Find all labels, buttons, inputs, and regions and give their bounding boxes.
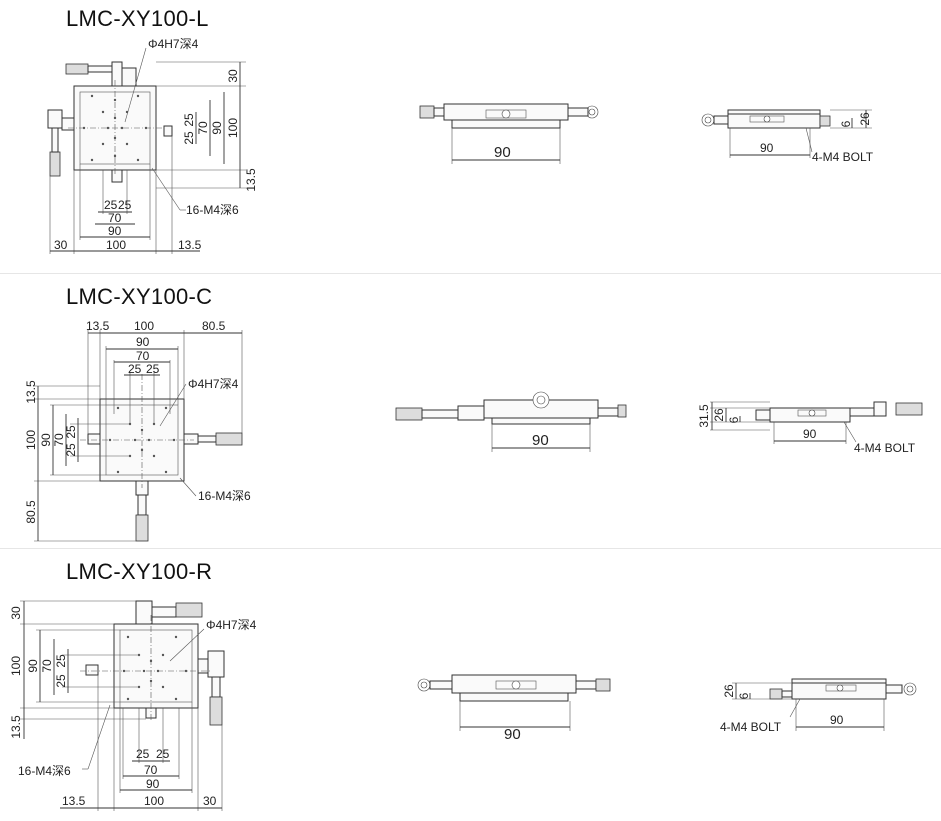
dim-13-5-v: 13.5 (244, 168, 258, 192)
dim-25a-top: 25 (128, 362, 142, 376)
dim-end-26: 26 (722, 684, 736, 698)
dim-end-26: 26 (858, 112, 872, 126)
dim-25b-h: 25 (156, 747, 170, 761)
dim-end-6: 6 (839, 120, 853, 127)
dim-25a-h: 25 (104, 198, 118, 212)
drawing-xy100-c: 13.5 100 80.5 90 70 25 25 Φ4H7深4 16-M4深6… (24, 319, 923, 542)
panel-title: LMC-XY100-C (66, 284, 213, 309)
dim-30-v: 30 (9, 606, 23, 620)
label-hole-tap: 16-M4深6 (198, 489, 251, 503)
dim-side-90: 90 (504, 726, 521, 743)
dim-70-top: 70 (136, 349, 150, 363)
dim-100-h: 100 (144, 794, 164, 808)
dim-30-top: 30 (226, 69, 240, 83)
dim-end-31-5: 31.5 (697, 404, 711, 428)
dim-end-26: 26 (712, 408, 726, 422)
dim-end-90: 90 (803, 427, 817, 441)
dim-90-top: 90 (136, 335, 150, 349)
dim-13-5-v: 13.5 (9, 715, 23, 739)
dim-30-h: 30 (54, 238, 68, 252)
dim-end-90: 90 (760, 141, 774, 155)
dim-side-90: 90 (532, 432, 549, 449)
dim-end-6: 6 (737, 692, 751, 699)
dim-70-h: 70 (108, 211, 122, 225)
label-bolt: 4-M4 BOLT (854, 441, 916, 455)
dim-80-5-top: 80.5 (202, 319, 226, 333)
panel-xy100-c: LMC-XY100-C 13.5 (0, 274, 941, 548)
dim-70-h: 70 (144, 763, 158, 777)
dim-13-5-h: 13.5 (62, 794, 86, 808)
dim-90-h: 90 (108, 224, 122, 238)
dim-90-h: 90 (146, 777, 160, 791)
dim-100-v: 100 (24, 430, 38, 450)
dim-side-90: 90 (494, 144, 511, 161)
label-hole-pin: Φ4H7深4 (148, 37, 199, 51)
end-view: 26 6 90 4-M4 BOLT (701, 109, 874, 164)
dim-90-v: 90 (210, 121, 224, 135)
side-view: 90 (419, 103, 599, 164)
dim-25b-top: 25 (146, 362, 160, 376)
dim-70-v: 70 (52, 433, 66, 447)
drawing-xy100-l: Φ4H7深4 16-M4深6 30 100 13.5 90 70 25 25 2… (47, 37, 874, 254)
dim-80-5-v: 80.5 (24, 500, 38, 524)
dim-25a-v: 25 (182, 113, 196, 127)
dim-13-5-v: 13.5 (24, 380, 38, 404)
dim-90-v: 90 (26, 659, 40, 673)
divider (0, 273, 941, 274)
dim-100-v: 100 (226, 118, 240, 138)
micrometer-knob[interactable] (65, 63, 89, 75)
drawing-xy100-r: Φ4H7深4 16-M4深6 30 100 13.5 90 70 25 25 2… (9, 600, 917, 811)
dim-25a-h: 25 (136, 747, 150, 761)
dim-30-h: 30 (203, 794, 217, 808)
micrometer-knob-side[interactable] (49, 151, 61, 177)
dim-end-6: 6 (727, 416, 741, 423)
label-bolt: 4-M4 BOLT (812, 150, 874, 164)
dim-end-90: 90 (830, 713, 844, 727)
dim-100-top: 100 (134, 319, 154, 333)
dim-70-v: 70 (40, 659, 54, 673)
dim-25b-h: 25 (118, 198, 132, 212)
dim-13-5-top: 13.5 (86, 319, 110, 333)
label-hole-tap: 16-M4深6 (186, 203, 239, 217)
label-hole-pin: Φ4H7深4 (206, 618, 257, 632)
label-hole-pin: Φ4H7深4 (188, 377, 239, 391)
divider (0, 548, 941, 549)
panel-xy100-r: LMC-XY100-R Φ4H7深4 (0, 549, 941, 821)
panel-title: LMC-XY100-L (66, 6, 209, 31)
dim-25b-v: 25 (182, 131, 196, 145)
dim-25a-v: 25 (54, 654, 68, 668)
dim-100-h: 100 (106, 238, 126, 252)
dim-100-v: 100 (9, 656, 23, 676)
label-hole-tap: 16-M4深6 (18, 764, 71, 778)
dim-13-5-h: 13.5 (178, 238, 202, 252)
dim-90-v: 90 (39, 433, 53, 447)
label-bolt: 4-M4 BOLT (720, 720, 782, 734)
mounting-holes (82, 94, 148, 162)
dim-25b-v: 25 (64, 443, 78, 457)
dim-25a-v: 25 (64, 425, 78, 439)
dim-25b-v: 25 (54, 674, 68, 688)
panel-xy100-l: LMC-XY100-L Φ4H7深 (0, 0, 941, 272)
dim-70-v: 70 (196, 121, 210, 135)
panel-title: LMC-XY100-R (66, 559, 213, 584)
